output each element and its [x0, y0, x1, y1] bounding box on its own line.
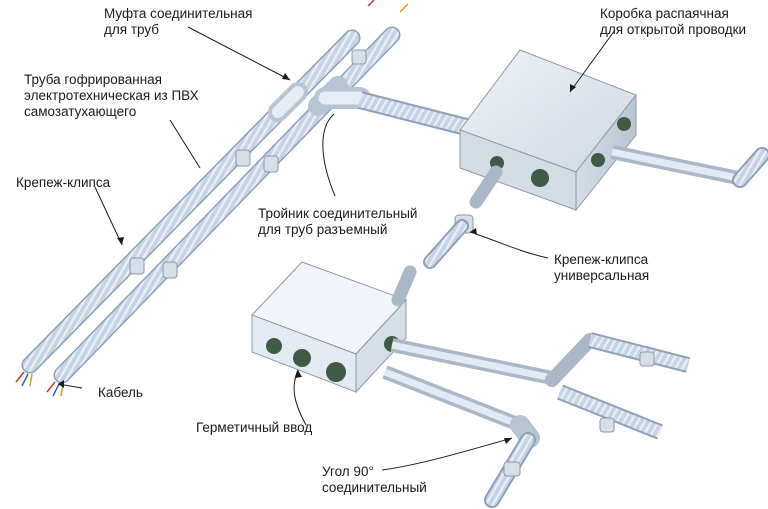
universal-clip — [423, 214, 474, 269]
leader-arrowheads — [58, 73, 576, 444]
pipes-lower-right — [382, 332, 690, 440]
label-elbow: Угол 90°соединительный — [322, 464, 427, 495]
upper-box-stub — [469, 165, 503, 209]
junction-box-lower — [251, 261, 407, 394]
pipe-right-upper — [610, 145, 768, 188]
label-cable: Кабель — [98, 385, 143, 400]
pipe-to-upper-box — [357, 91, 473, 137]
junction-box-upper — [459, 49, 637, 212]
cable-wires — [15, 0, 409, 397]
leader-lines — [57, 26, 616, 471]
pipe-clips — [129, 49, 367, 279]
lower-box-top-stub — [391, 265, 417, 307]
label-sealed-entry: Герметичный ввод — [196, 420, 313, 435]
label-clip: Крепеж-клипса — [16, 175, 111, 190]
elbow-90 — [484, 351, 655, 508]
